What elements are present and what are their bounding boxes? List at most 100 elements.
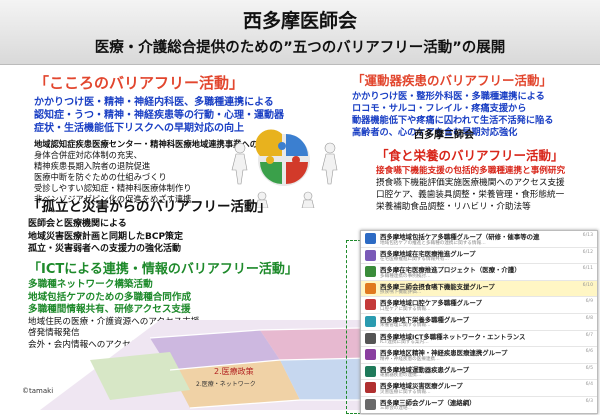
undoki-blue-line: かかりつけ医・整形外科医・多職種連携による: [352, 91, 545, 102]
shoku-red-line: 接食嚥下機能支援の包括的多職種連携と事例研究: [376, 165, 566, 176]
group-date: 6/11: [582, 266, 593, 272]
group-name: 西多摩地域包括ケア多職種グループ（研修・催事等の連: [380, 233, 540, 241]
shoku-item: 口腔ケア、義歯装具調整・栄養管理・食形態統一: [376, 189, 565, 200]
kokoro-item: 精神疾患長期入院者の退院促進: [34, 161, 151, 171]
group-avatar-icon: [365, 315, 376, 327]
group-avatar-icon: [365, 282, 376, 294]
kokoro-item: 受診しやすい認知症・精神科医療体制作り: [34, 183, 192, 193]
group-avatar-icon: [365, 299, 376, 311]
undoki-section: 「運動器疾患のバリアフリー活動」 かかりつけ医・整形外科医・多職種連携による ロ…: [352, 70, 553, 139]
ict-green-lines: 多職種ネットワーク構築活動 地域包括ケアのための多職種合同作成 多職種間情報共有…: [28, 279, 298, 317]
ict-item: 地域住民の医療・介護資源へのアクセス支援: [28, 316, 200, 327]
puzzle-floor-graphic: 2.医療政策 2.医療・ネットワーク: [40, 320, 380, 410]
ict-section: 「ICTによる連携・情報のバリアフリー活動」 多職種ネットワーク構築活動 地域包…: [28, 258, 298, 351]
group-name: 西多摩地域在宅医療推進グループ: [380, 249, 476, 258]
group-name: 西多摩地下栄養多職種グループ: [380, 315, 470, 324]
group-name: 西多摩三師会グループ（連絡網）: [380, 398, 476, 407]
floor-label-b: 2.医療政策: [214, 366, 254, 376]
group-avatar-icon: [365, 349, 376, 361]
group-avatar-icon: [365, 382, 376, 394]
group-avatar-icon: [365, 365, 376, 377]
kokoro-bold-line: 地域認知症疾患医療センター・精神科医療地域連携事業への参画: [34, 139, 275, 149]
undoki-title: 「運動器疾患のバリアフリー活動」: [352, 73, 553, 88]
group-snippet: 摂食嚥下機能評価…: [380, 290, 422, 296]
ict-item: 啓発情報発信: [28, 328, 80, 339]
shoku-item: 栄養補助食品調整・リハビリ・介助法等: [376, 201, 531, 212]
group-date: 6/12: [582, 249, 593, 255]
group-name: 西多摩地域ICT多職種ネットワーク・エントランス: [380, 332, 526, 341]
group-list-item[interactable]: 西多摩三師会グループ（連絡網）三師会の連絡… 6/3: [361, 397, 597, 413]
shoku-title: 「食と栄養のバリアフリー活動」: [376, 147, 564, 163]
group-snippet: 精神・神経疾患の医療連携…: [380, 356, 440, 362]
undoki-blue-lines: かかりつけ医・整形外科医・多職種連携による ロコモ・サルコ・フレイル・疼痛支援か…: [352, 91, 553, 139]
koritsu-title: 「孤立と災害からのバリアフリー活動」: [28, 199, 271, 215]
group-list: 西多摩地域包括ケア多職種グループ（研修・催事等の連地域包括ケアの推進と多職種の連…: [361, 231, 597, 413]
kokoro-item: 医療中断を防ぐための仕組みづくり: [34, 172, 167, 182]
kokoro-items: 身体合併症対応体制の充実、 精神疾患長期入院者の退院促進 医療中断を防ぐための仕…: [34, 150, 284, 205]
ict-green-line: 地域包括ケアのための多職種合同作成: [28, 291, 192, 303]
ict-green-line: 多職種ネットワーク構築活動: [28, 279, 153, 290]
sanshikai-section: 西多摩三師会 「食と栄養のバリアフリー活動」 接食嚥下機能支援の包括的多職種連携…: [376, 130, 565, 213]
header-banner: 西多摩医師会 医療・介護総合提供のための”五つのバリアフリー活動”の展開: [0, 0, 600, 65]
sanshikai-label: 西多摩三師会: [414, 130, 474, 141]
group-date: 6/7: [585, 332, 593, 338]
group-list-item[interactable]: 西多摩地区精神・神経疾患医療連携グループ精神・神経疾患の医療連携…6/6: [361, 347, 597, 364]
koritsu-item: 医師会と医療機関による: [28, 219, 127, 229]
group-avatar-icon: [365, 233, 376, 244]
page-title: 西多摩医師会: [242, 10, 357, 32]
group-name: 西多摩地域口腔ケア多職種グループ: [380, 299, 482, 308]
ict-item: 会外・会内情報へのアクセスと意思決定の迅速化: [28, 339, 217, 350]
group-snippet: 運動器疾患の連携…: [380, 373, 422, 379]
group-snippet: 栄養管理に関する情報…: [380, 323, 431, 329]
group-date: 6/9: [585, 299, 593, 305]
kokoro-item: 非ベンゾジアゼピン化の促進をめざす連携: [34, 194, 192, 204]
kokoro-blue-line: 認知症・うつ・精神・神経疾患等の行動・心理・運動器: [34, 110, 284, 121]
shoku-item: 摂食嚥下機能評価実施医療機関へのアクセス支援: [376, 177, 565, 188]
group-list-item[interactable]: 西多摩地域在宅医療推進グループ在宅医療推進に関する情報共有… 6/12: [361, 248, 597, 265]
kokoro-blue-line: 症状・生活機能低下リスクへの早期対応の向上: [34, 123, 244, 134]
group-avatar-icon: [365, 249, 376, 261]
undoki-blue-line: 高齢者の、心のケアを含む早期対応強化: [352, 127, 518, 138]
kokoro-blue-line: かかりつけ医・精神・神経内科医、多職種連携による: [34, 97, 274, 108]
koritsu-item: 孤立・災害弱者への支援力の強化活動: [28, 244, 182, 254]
ict-items: 地域住民の医療・介護資源へのアクセス支援 啓発情報発信 会外・会内情報へのアクセ…: [28, 317, 298, 352]
group-snippet: 地域包括ケアの推進と多職種の連携に関する情報…: [380, 240, 486, 246]
group-list-item[interactable]: 西多摩在宅医療推進プロジェクト（医療・介護）多職種連携の事例検討… 6/11: [361, 264, 597, 281]
group-snippet: 三師会の連絡…: [380, 406, 413, 412]
group-list-item[interactable]: 西多摩三師会摂食嚥下機能支援グループ摂食嚥下機能評価… 6/10: [361, 280, 597, 298]
group-snippet: 多職種連携の事例検討…: [380, 273, 431, 279]
group-list-item[interactable]: 西多摩地域包括ケア多職種グループ（研修・催事等の連地域包括ケアの推進と多職種の連…: [361, 231, 597, 248]
floor-label-a: 2.医療・ネットワーク: [196, 380, 256, 388]
group-list-screenshot: 西多摩地域包括ケア多職種グループ（研修・催事等の連地域包括ケアの推進と多職種の連…: [360, 230, 598, 414]
group-avatar-icon: [365, 398, 376, 410]
ict-bracket: [346, 240, 361, 414]
group-avatar-icon: [365, 266, 376, 278]
group-avatar-icon: [365, 332, 376, 344]
group-date: 6/3: [585, 398, 593, 404]
group-list-item[interactable]: 西多摩地域災害医療グループ災害医療に関する情報…6/4: [361, 380, 597, 397]
group-date: 6/13: [582, 233, 593, 238]
group-name: 西多摩地域運動器疾患グループ: [380, 365, 470, 374]
kokoro-item: 身体合併症対応体制の充実、: [34, 150, 142, 160]
group-list-item[interactable]: 西多摩地下栄養多職種グループ栄養管理に関する情報… 6/8: [361, 314, 597, 331]
koritsu-item: 地域災害医療計画と同期したBCP策定: [28, 231, 184, 242]
group-name: 西多摩地域災害医療グループ: [380, 382, 463, 391]
group-date: 6/10: [582, 282, 593, 288]
kokoro-title: 「こころのバリアフリー活動」: [34, 74, 245, 92]
undoki-blue-line: ロコモ・サルコ・フレイル・疼痛支援から: [352, 103, 527, 114]
kokoro-section: 「こころのバリアフリー活動」 かかりつけ医・精神・神経内科医、多職種連携による …: [34, 72, 284, 205]
group-snippet: 口腔ケアに関する情報…: [380, 306, 431, 312]
group-date: 6/8: [585, 315, 593, 321]
ict-title: 「ICTによる連携・情報のバリアフリー活動」: [28, 262, 298, 277]
group-date: 6/4: [585, 382, 593, 388]
group-snippet: 在宅医療推進に関する情報共有…: [380, 257, 449, 263]
group-name: 西多摩在宅医療推進プロジェクト（医療・介護）: [380, 266, 521, 275]
group-list-item[interactable]: 西多摩地域口腔ケア多職種グループ口腔ケアに関する情報… 6/9: [361, 297, 597, 314]
group-date: 6/6: [585, 349, 593, 355]
group-name: 西多摩三師会摂食嚥下機能支援グループ: [380, 282, 495, 291]
puzzle-people-illustration: [231, 129, 338, 208]
group-list-item[interactable]: 西多摩地域運動器疾患グループ運動器疾患の連携…6/5: [361, 364, 597, 381]
ict-green-line: 多職種間情報共有、研修アクセス支援: [28, 304, 191, 316]
group-snippet: ICT連携に関する案内…: [380, 340, 429, 346]
